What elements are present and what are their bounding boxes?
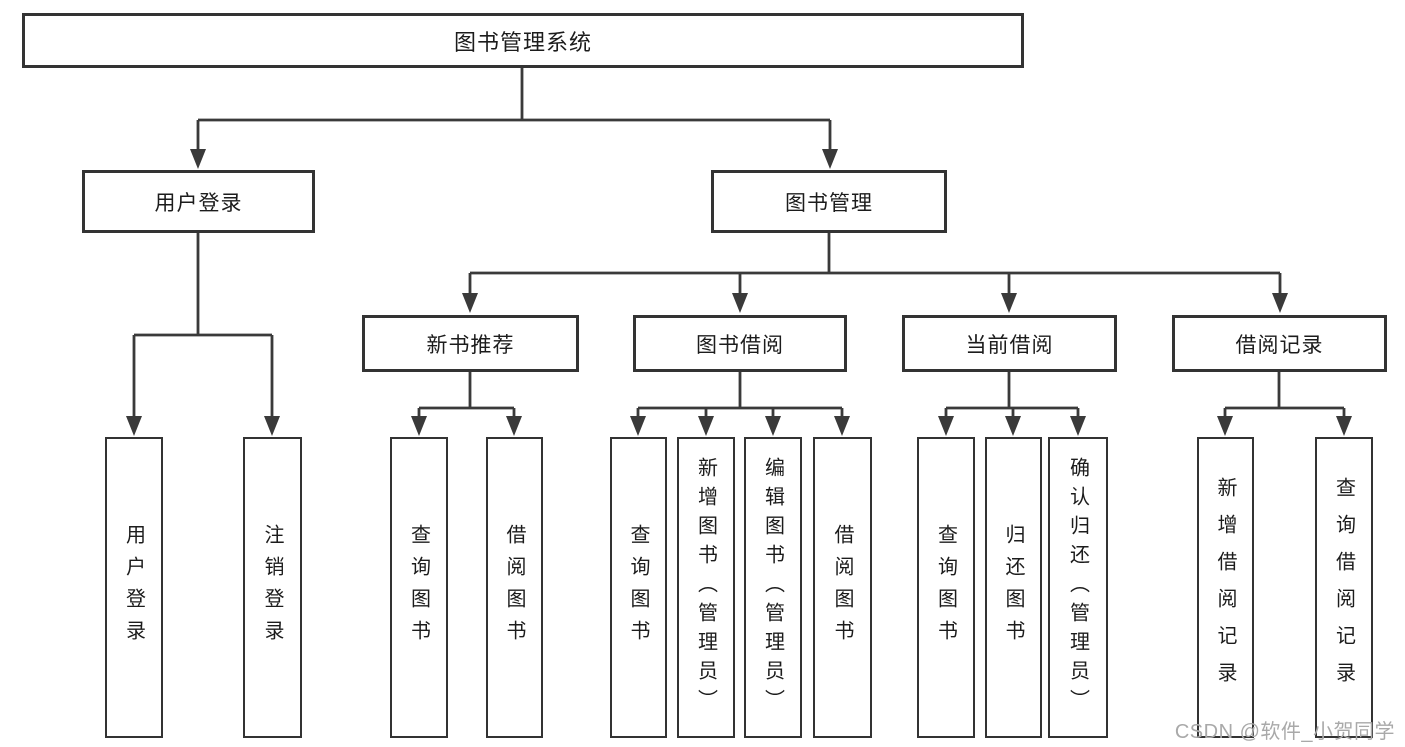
node-edit-books-admin: 编辑图书（管理员） [744, 437, 802, 738]
arrow-down-icon [126, 416, 142, 436]
arrow-down-icon [1005, 416, 1021, 436]
arrow-down-icon [506, 416, 522, 436]
node-add-borrow-record: 新增借阅记录 [1197, 437, 1254, 738]
csdn-watermark: CSDN @软件_小贺同学 [1174, 721, 1395, 743]
node-borrow-books-2: 借阅图书 [813, 437, 872, 738]
node-library-management-system: 图书管理系统 [22, 13, 1024, 68]
arrow-down-icon [1001, 293, 1017, 313]
arrow-down-icon [462, 293, 478, 313]
node-borrow-books-1: 借阅图书 [486, 437, 543, 738]
arrow-down-icon [822, 149, 838, 169]
arrow-down-icon [1336, 416, 1352, 436]
node-label: 新书推荐 [426, 333, 515, 357]
node-logout: 注销登录 [243, 437, 302, 738]
arrow-down-icon [698, 416, 714, 436]
node-new-book-recommend: 新书推荐 [362, 315, 579, 372]
node-return-books: 归还图书 [985, 437, 1042, 738]
node-label: 查询借阅记录 [1332, 476, 1355, 699]
arrow-down-icon [264, 416, 280, 436]
node-label: 借阅图书 [831, 523, 853, 652]
arrow-down-icon [1217, 416, 1233, 436]
node-label: 编辑图书（管理员） [761, 457, 784, 718]
arrowheads [126, 149, 1352, 436]
node-add-books-admin: 新增图书（管理员） [677, 437, 735, 738]
node-label: 用户登录 [122, 523, 145, 652]
arrow-down-icon [1272, 293, 1288, 313]
node-query-borrow-record: 查询借阅记录 [1315, 437, 1373, 738]
arrow-down-icon [938, 416, 954, 436]
node-confirm-return-admin: 确认归还（管理员） [1048, 437, 1108, 738]
node-label: 图书管理 [785, 191, 873, 215]
connector-path [132, 68, 1346, 420]
node-label: 新增借阅记录 [1214, 476, 1236, 699]
arrow-down-icon [765, 416, 781, 436]
node-current-borrowing: 当前借阅 [902, 315, 1117, 372]
node-label: 查询图书 [934, 523, 957, 652]
node-label: 新增图书（管理员） [694, 457, 717, 718]
node-book-borrowing: 图书借阅 [633, 315, 847, 372]
node-label: 用户登录 [154, 191, 243, 215]
arrow-down-icon [411, 416, 427, 436]
node-label: 归还图书 [1002, 523, 1024, 652]
node-label: 当前借阅 [965, 333, 1054, 357]
node-user-login-leaf: 用户登录 [105, 437, 163, 738]
node-label: 查询图书 [407, 523, 430, 652]
arrow-down-icon [834, 416, 850, 436]
node-label: 图书借阅 [696, 333, 784, 357]
node-query-books-2: 查询图书 [610, 437, 667, 738]
node-label: 借阅记录 [1235, 333, 1324, 357]
node-label: 查询图书 [627, 523, 649, 652]
node-label: 注销登录 [261, 523, 283, 652]
arrow-down-icon [732, 293, 748, 313]
arrow-down-icon [190, 149, 206, 169]
node-user-login: 用户登录 [82, 170, 315, 233]
node-query-books-3: 查询图书 [917, 437, 975, 738]
node-query-books-1: 查询图书 [390, 437, 448, 738]
arrow-down-icon [1070, 416, 1086, 436]
arrow-down-icon [630, 416, 646, 436]
node-borrowing-records: 借阅记录 [1172, 315, 1387, 372]
node-book-management: 图书管理 [711, 170, 947, 233]
node-label: 图书管理系统 [453, 29, 592, 55]
node-label: 确认归还（管理员） [1066, 457, 1089, 718]
node-label: 借阅图书 [503, 523, 525, 652]
